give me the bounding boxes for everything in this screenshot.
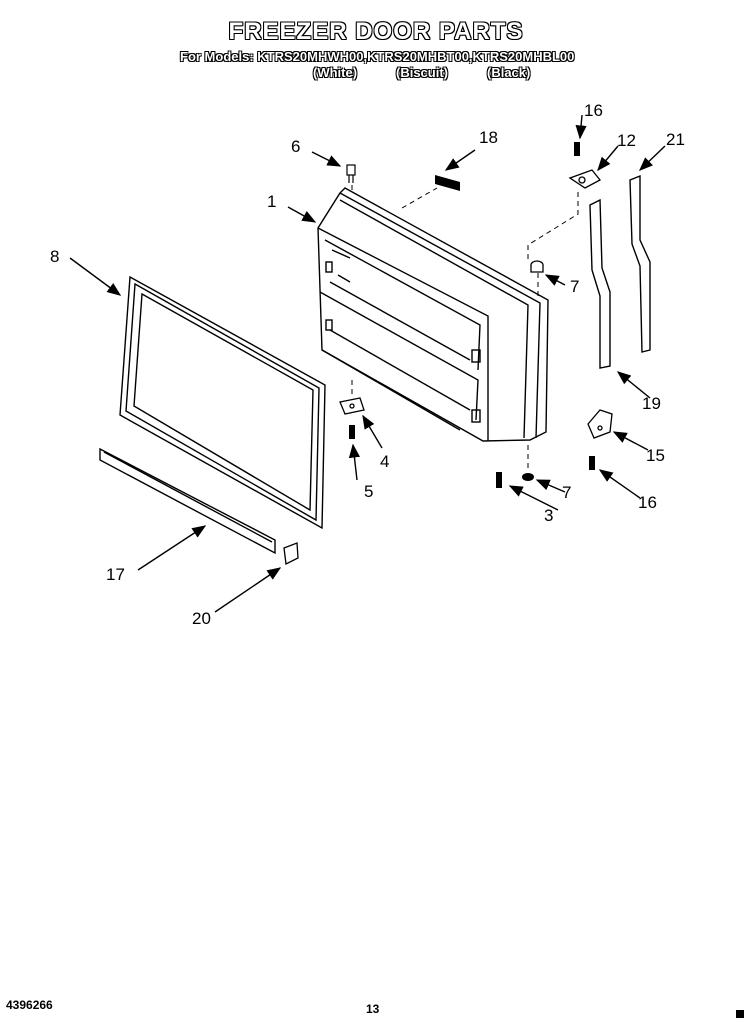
color-white: (White): [313, 65, 358, 80]
corner-mark: [736, 1010, 744, 1018]
callout-3: 3: [544, 506, 553, 525]
callout-8: 8: [50, 247, 59, 266]
callout-4: 4: [380, 452, 389, 471]
callout-16-bottom: 16: [638, 493, 657, 512]
callout-5: 5: [364, 482, 373, 501]
callout-21: 21: [666, 130, 685, 149]
callout-6: 6: [291, 137, 300, 156]
part-7-cap: [530, 260, 544, 273]
callout-12: 12: [617, 131, 636, 150]
part-19-strip: [589, 198, 611, 369]
color-black: (Black): [487, 65, 531, 80]
models-line: For Models: KTRS20MHWH00,KTRS20MHBT00,KT…: [180, 49, 575, 64]
callout-7-bottom: 7: [562, 483, 571, 502]
callout-1: 1: [267, 192, 276, 211]
part-12-hinge-top: [568, 169, 601, 189]
callout-20: 20: [192, 609, 211, 628]
callout-17: 17: [106, 565, 125, 584]
part-16-screw-bottom: [589, 456, 595, 470]
callout-19: 19: [642, 394, 661, 413]
callout-16-top: 16: [584, 101, 603, 120]
part-21-strip: [629, 174, 651, 353]
part-3-screw: [496, 472, 502, 488]
callout-18: 18: [479, 128, 498, 147]
part-15-hinge: [587, 409, 613, 439]
page-number: 13: [366, 1002, 380, 1016]
part-16-screw-top: [574, 142, 580, 156]
part-5-screw: [349, 425, 355, 439]
page-title: FREEZER DOOR PARTS: [228, 18, 524, 45]
part-4-hinge-bottom: [339, 397, 365, 415]
callout-7-top: 7: [570, 277, 579, 296]
part-number: 4396266: [6, 998, 53, 1012]
part-20-cap: [283, 542, 299, 565]
part-6-screw: [346, 164, 356, 183]
part-17-trim: [99, 447, 276, 555]
part-18-label: [435, 175, 460, 191]
callout-15: 15: [646, 446, 665, 465]
door-liner-1: [317, 187, 549, 442]
part-7-cap-bottom: [522, 473, 534, 481]
color-biscuit: (Biscuit): [396, 65, 448, 80]
door-gasket-8: [119, 275, 326, 530]
